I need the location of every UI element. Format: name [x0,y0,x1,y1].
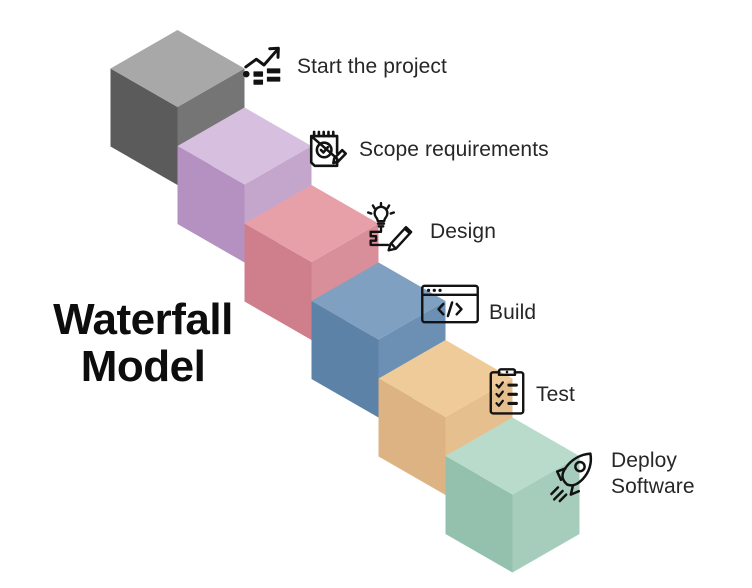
step-label-deploy-software: Deploy Software [611,449,695,498]
step-label-build: Build [489,301,537,324]
step-label-scope-requirements: Scope requirements [359,138,549,161]
code-window-icon [419,282,481,326]
cube-step-2 [177,107,312,263]
cube-face-left [378,378,446,495]
notepad-check-pencil-icon [305,126,351,172]
page-title: Waterfall Model [53,295,233,392]
cube-face-left [445,456,513,573]
step-label-test: Test [536,383,575,406]
cube-face-top [445,417,580,495]
growth-chart-icon [241,42,287,88]
lightbulb-pencil-icon [362,199,416,253]
cube-face-top [110,30,245,107]
cube-face-right [512,456,580,573]
cube-face-left [244,223,312,340]
cube-face-left [110,68,178,185]
cube-face-top [177,107,312,185]
cube-face-top [378,340,513,417]
cube-step-6 [445,417,580,573]
clipboard-checklist-icon [486,366,528,418]
step-label-start-the-project: Start the project [297,55,447,78]
rocket-icon [548,446,606,504]
cube-face-left [311,301,379,418]
cube-face-top [244,185,379,262]
cube-face-left [177,146,245,263]
step-label-design: Design [430,220,496,243]
cube-face-top [311,262,446,340]
